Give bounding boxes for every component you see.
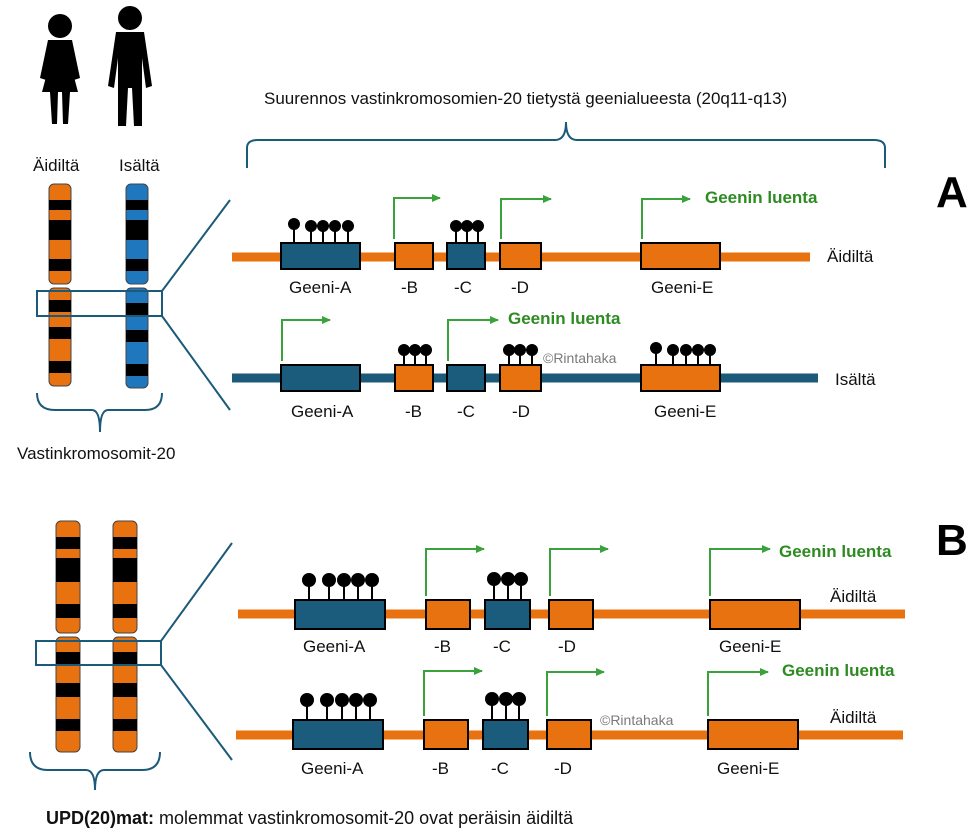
gene-a-label: Geeni-A xyxy=(303,637,366,656)
reading-label-a1: Geenin luenta xyxy=(705,188,818,207)
woman-icon xyxy=(40,14,80,124)
transcription-arrows xyxy=(281,316,499,361)
gene-c-box xyxy=(482,719,529,750)
gene-a-label: Geeni-A xyxy=(289,278,352,297)
gene-b-label: -B xyxy=(432,759,449,778)
gene-e-box xyxy=(640,364,721,392)
pair-brace xyxy=(29,751,161,791)
gene-d-label: -D xyxy=(512,402,530,421)
methylation-marks xyxy=(398,342,716,365)
gene-d-box xyxy=(499,242,542,270)
gene-c-label: -C xyxy=(491,759,509,778)
gene-e-box xyxy=(709,599,801,630)
gene-a-label: Geeni-A xyxy=(301,759,364,778)
zoom-line-upper xyxy=(161,199,231,292)
gene-a-box xyxy=(292,719,384,750)
transcription-arrows xyxy=(393,194,691,239)
transcription-arrows xyxy=(425,545,771,596)
pair-brace xyxy=(36,392,163,433)
gene-b-box xyxy=(423,719,469,750)
watermark-a: ©Rintahaka xyxy=(543,350,617,366)
zoom-line-lower xyxy=(160,664,233,761)
gene-b-box xyxy=(425,599,471,630)
zoom-title: Suurennos vastinkromosomien-20 tietystä … xyxy=(264,89,787,108)
upd-caption: UPD(20)mat: molemmat vastinkromosomit-20… xyxy=(46,808,573,829)
methylation-marks xyxy=(288,218,484,243)
gene-b-label: -B xyxy=(434,637,451,656)
watermark-b: ©Rintahaka xyxy=(600,712,674,728)
row-a-maternal xyxy=(232,194,810,270)
maternal-chromosome-top xyxy=(48,183,72,387)
caption-text: molemmat vastinkromosomit-20 ovat peräis… xyxy=(154,808,574,828)
title-brace xyxy=(246,121,886,168)
gene-d-box xyxy=(499,364,542,392)
gene-c-label: -C xyxy=(493,637,511,656)
gene-d-label: -D xyxy=(558,637,576,656)
side-label-a1: Äidiltä xyxy=(827,247,874,266)
maternal-chromosome-b1 xyxy=(55,520,81,753)
gene-c-box xyxy=(446,242,486,270)
gene-e-label: Geeni-E xyxy=(717,759,779,778)
gene-b-box xyxy=(394,242,434,270)
methylation-marks xyxy=(302,572,528,600)
reading-label-a2: Geenin luenta xyxy=(508,309,621,328)
zoom-line-lower xyxy=(161,315,231,411)
reading-label-b2: Geenin luenta xyxy=(782,661,895,680)
row-b-maternal-1 xyxy=(238,545,905,630)
gene-e-box xyxy=(640,242,721,270)
mother-label: Äidiltä xyxy=(33,156,80,175)
side-label-b1: Äidiltä xyxy=(830,587,877,606)
gene-e-label: Geeni-E xyxy=(719,637,781,656)
gene-b-box xyxy=(394,364,434,392)
panel-letter-b: B xyxy=(936,516,968,565)
zoom-line-upper xyxy=(160,542,233,642)
pair-label: Vastinkromosomit-20 xyxy=(17,444,175,463)
gene-c-box xyxy=(484,599,531,630)
gene-e-label: Geeni-E xyxy=(651,278,713,297)
panel-letter-a: A xyxy=(936,168,968,217)
gene-a-box xyxy=(280,242,361,270)
side-label-a2: Isältä xyxy=(835,370,876,389)
transcription-arrows xyxy=(423,667,769,716)
gene-e-label: Geeni-E xyxy=(654,402,716,421)
gene-d-box xyxy=(548,599,594,630)
row-a-paternal xyxy=(232,316,818,392)
gene-d-label: -D xyxy=(554,759,572,778)
side-label-b2: Äidiltä xyxy=(830,708,877,727)
caption-term: UPD(20)mat: xyxy=(46,808,155,828)
maternal-chromosome-b2 xyxy=(112,520,138,753)
gene-b-label: -B xyxy=(401,278,418,297)
gene-b-label: -B xyxy=(405,402,422,421)
methylation-marks xyxy=(300,692,526,720)
gene-c-label: -C xyxy=(454,278,472,297)
gene-d-box xyxy=(546,719,592,750)
gene-c-box xyxy=(446,364,486,392)
father-label: Isältä xyxy=(119,156,160,175)
paternal-chromosome-top xyxy=(125,183,149,389)
zoom-region-box xyxy=(36,290,163,317)
gene-a-label: Geeni-A xyxy=(291,402,354,421)
row-b-maternal-2 xyxy=(236,667,903,750)
gene-a-box xyxy=(280,364,361,392)
zoom-region-box xyxy=(35,640,162,666)
gene-a-box xyxy=(294,599,386,630)
gene-e-box xyxy=(707,719,799,750)
gene-c-label: -C xyxy=(457,402,475,421)
gene-d-label: -D xyxy=(511,278,529,297)
man-icon xyxy=(108,6,152,126)
reading-label-b1: Geenin luenta xyxy=(779,542,892,561)
